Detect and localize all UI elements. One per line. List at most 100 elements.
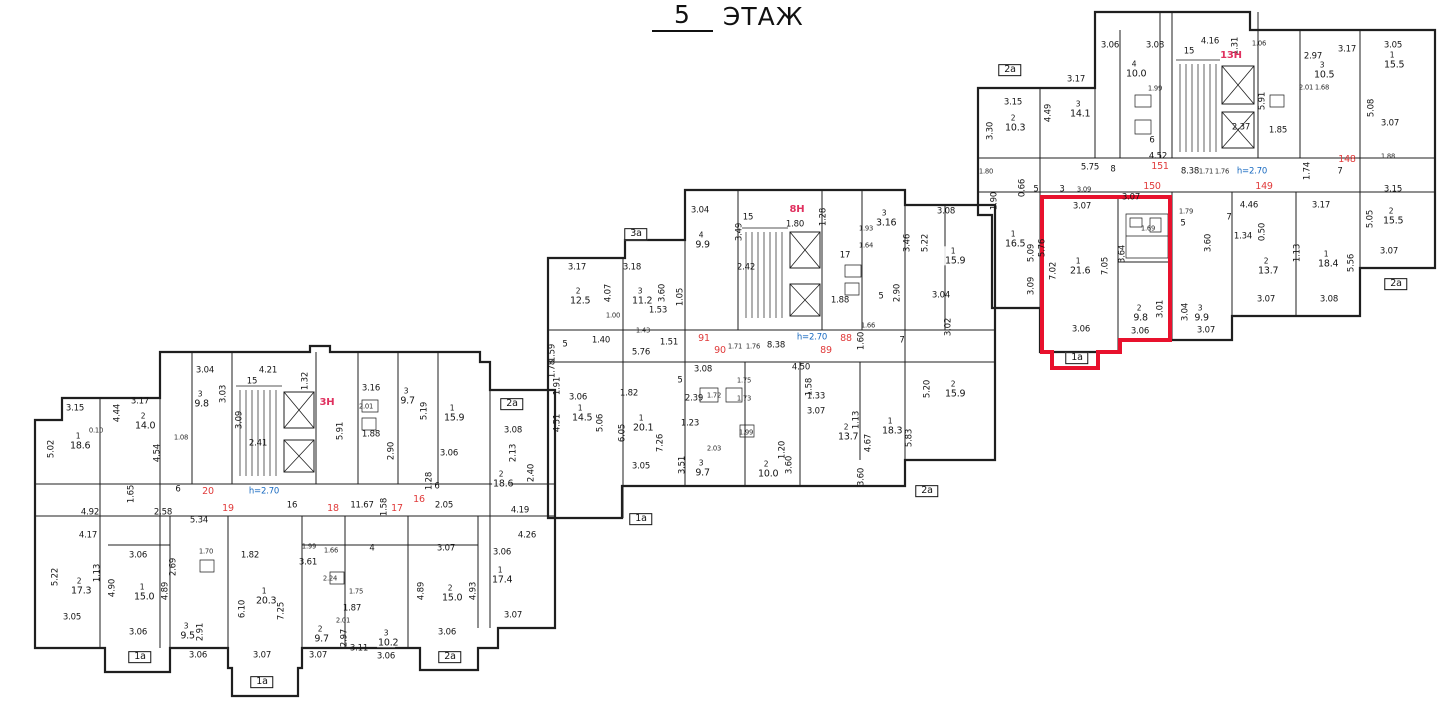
dimension-label: 1.99 [738,428,754,437]
room-area-label: 2 10.0 [757,459,779,479]
apartment-number: 148 [1338,154,1356,166]
dimension-label: 1.88 [830,295,850,306]
elevator-cross [1221,65,1255,105]
apartment-number: 149 [1255,181,1273,193]
dimension-label: 15 [246,376,258,387]
room-area-label: 3 14.1 [1069,99,1091,119]
floor-word: ЭТАЖ [722,2,804,31]
dimension-label: 5.22 [50,567,61,587]
dimension-label: 1.64 [858,241,874,250]
dimension-label: 1.66 [323,546,339,555]
dimension-label: 3.07 [252,650,272,661]
section-middle-outline [546,188,997,520]
dimension-label: 3.04 [931,290,951,301]
room-area-label: 2 14.0 [134,411,156,431]
dimension-label: 5.09 [1026,243,1037,263]
room-area-label: 2 15.0 [441,583,463,603]
dimension-label: 3.30 [985,121,996,141]
elevator-shaft [789,283,821,317]
dimension-label: 1.05 [675,287,686,307]
room-area-label: 2 9.8 [1132,303,1148,323]
dimension-label: 3.17 [1066,74,1086,85]
dimension-label: 0.50 [1257,222,1268,242]
dimension-label: 3.04 [1180,302,1191,322]
room-area-label: 1 15.9 [443,403,465,423]
dimension-label: 1.20 [777,440,788,460]
dimension-label: 4.89 [416,581,427,601]
apartment-number: 17 [391,503,403,515]
dimension-label: 1.79 [1178,207,1194,216]
apartment-number: 91 [698,333,710,345]
dimension-label: 7.05 [1100,256,1111,276]
room-area-label: 3 11.2 [631,286,653,306]
dimension-label: 1.58 [379,497,390,517]
dimension-label: 3.16 [361,383,381,394]
dimension-label: 3.04 [195,365,215,376]
entrance-section-label: 1а [1065,352,1089,364]
section-left-walls [35,352,555,648]
dimension-label: 3.08 [693,364,713,375]
dimension-label: 1.73 [736,394,752,403]
dimension-label: 17 [839,250,851,261]
dimension-label: 1.28 [424,471,435,491]
room-area-label: 1 20.1 [632,413,654,433]
dimension-label: 7 [1337,166,1343,177]
dimension-label: 1.80 [785,219,805,230]
dimension-label: 1.88 [1380,152,1396,161]
dimension-label: 3.07 [436,543,456,554]
ceiling-height-note: h=2.70 [796,332,828,343]
dimension-label: 5.91 [1257,91,1268,111]
dimension-label: 2.40 [526,463,537,483]
dimension-label: 3.06 [1071,324,1091,335]
dimension-label: 2.97 [339,628,350,648]
dimension-label: 5.76 [1037,238,1048,258]
dimension-label: 5.75 [1080,162,1100,173]
dimension-label: 1.85 [1268,125,1288,136]
dimension-label: 2.90 [892,283,903,303]
dimension-label: 0.66 [1017,178,1028,198]
dimension-label: 3.03 [218,384,229,404]
dimension-label: 5.20 [922,379,933,399]
dimension-label: 3.05 [1383,40,1403,51]
dimension-label: 1.93 [858,224,874,233]
dimension-label: 1.58 [804,377,815,397]
dimension-label: 3.08 [1145,40,1165,51]
elevator-cross [283,391,315,429]
dimension-label: 3.02 [943,317,954,337]
dimension-label: 1.34 [1233,231,1253,242]
dimension-label: 3.04 [690,205,710,216]
dimension-label: 6 [1149,135,1155,146]
dimension-label: 5 [677,375,683,386]
stair-treads [1176,59,1220,152]
selected-apartment[interactable] [1040,195,1172,370]
dimension-label: 5.34 [189,515,209,526]
dimension-label: 4.52 [1148,151,1168,162]
dimension-label: 3.09 [1026,276,1037,296]
dimension-label: 3.06 [1100,40,1120,51]
dimension-label: 2.13 [508,443,519,463]
dimension-label: 3.06 [376,651,396,662]
non-residential-unit-label: 3Н [319,396,335,408]
selected-apartment-outline[interactable] [1040,195,1172,370]
dimension-label: 3.08 [503,425,523,436]
stair-core-left [236,385,315,476]
dimension-label: 4.17 [78,530,98,541]
room-area-label: 1 21.6 [1069,256,1091,276]
dimension-label: 5.22 [920,233,931,253]
dimension-label: 1.71 [1198,167,1214,176]
room-area-label: 2 10.3 [1004,113,1026,133]
stair-treads [742,227,788,318]
dimension-label: 5.02 [46,439,57,459]
entrance-section-label: 1а [629,513,653,525]
apartment-number: 16 [413,494,425,506]
dimension-label: 2.58 [153,507,173,518]
dimension-label: 3.15 [65,403,85,414]
entrance-section-label: 3а [624,228,648,240]
dimension-label: 6 [175,484,181,495]
dimension-label: 1.71 [727,342,743,351]
stair-core-middle [742,227,821,318]
dimension-label: 2.41 [248,438,268,449]
